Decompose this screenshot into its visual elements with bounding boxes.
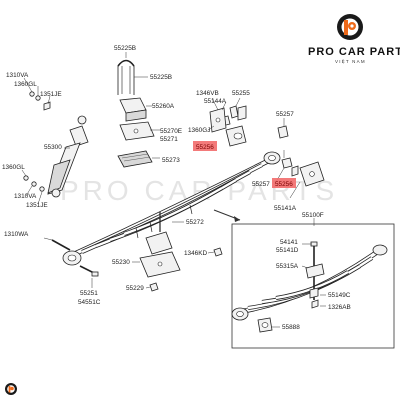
label-55225b-top: 55225B (114, 45, 136, 52)
highlight-55256-top[interactable] (193, 141, 217, 151)
label-55141d: 55141D (276, 247, 299, 254)
label-54551c: 54551C (78, 299, 101, 306)
label-1346kd: 1346KD (184, 250, 207, 257)
highlight-55256-right[interactable] (272, 178, 296, 188)
detail-clamps (305, 263, 325, 309)
shackle-hardware-right (277, 125, 325, 187)
logo-p-hole (350, 24, 354, 28)
leaf-spring-main (62, 151, 281, 266)
label-55273: 55273 (162, 157, 180, 164)
label-1360gl-bottom: 1360GL (2, 164, 25, 171)
spring-plate (139, 212, 181, 278)
bolt-1310wa (51, 239, 71, 251)
label-1310wa: 1310WA (4, 231, 29, 238)
label-55225b: 55225B (150, 74, 172, 81)
bump-stopper (119, 97, 147, 122)
detail-bushing (257, 317, 273, 333)
label-1310va-top: 1310VA (6, 72, 29, 79)
label-55257-top: 55257 (276, 111, 294, 118)
nut-55229 (149, 282, 159, 292)
spring-pad (117, 150, 153, 168)
label-55144a: 55144A (204, 98, 227, 105)
detail-arrowhead (234, 216, 240, 222)
bolt-55251 (79, 265, 99, 277)
label-54141: 54141 (280, 239, 298, 246)
label-1326ab: 1326AB (328, 304, 351, 311)
brand-logo-small (5, 383, 17, 395)
label-55260a: 55260A (152, 103, 175, 110)
label-55256-top: 55256 (196, 144, 214, 151)
label-55270e: 55270E (160, 128, 182, 135)
label-55255: 55255 (232, 90, 250, 97)
label-55300: 55300 (44, 144, 62, 151)
brand-name: PRO CAR PARTS (308, 46, 400, 58)
brand-sub: VIỆT NAM (335, 57, 366, 64)
shock-absorber (47, 115, 89, 198)
bottom-mount-hardware (23, 175, 45, 192)
label-55141a: 55141A (274, 205, 297, 212)
label-1346vb: 1346VB (196, 90, 219, 97)
brand-logo (337, 14, 363, 40)
label-55100f: 55100F (302, 212, 324, 219)
label-55256-right: 55256 (275, 181, 293, 188)
label-55257-bottom: 55257 (252, 181, 270, 188)
shackle-hardware-top (209, 105, 247, 147)
label-55149c: 55149C (328, 292, 351, 299)
label-1360gj: 1360GJ (188, 127, 210, 134)
label-55315a: 55315A (276, 263, 299, 270)
top-mount-hardware (29, 91, 51, 111)
label-55229: 55229 (126, 285, 144, 292)
label-1310va-bottom: 1310VA (14, 193, 37, 200)
label-55888: 55888 (282, 324, 300, 331)
u-bolt (117, 59, 135, 95)
label-55272: 55272 (186, 219, 204, 226)
label-1351je-bottom: 1351JE (26, 202, 48, 209)
label-55251: 55251 (80, 290, 98, 297)
label-55271: 55271 (160, 136, 178, 143)
nut-1346kd (213, 247, 223, 257)
label-1351je-top: 1351JE (40, 91, 62, 98)
label-1360gl-top: 1360GL (14, 81, 37, 88)
label-55230: 55230 (112, 259, 130, 266)
bracket (119, 121, 155, 141)
